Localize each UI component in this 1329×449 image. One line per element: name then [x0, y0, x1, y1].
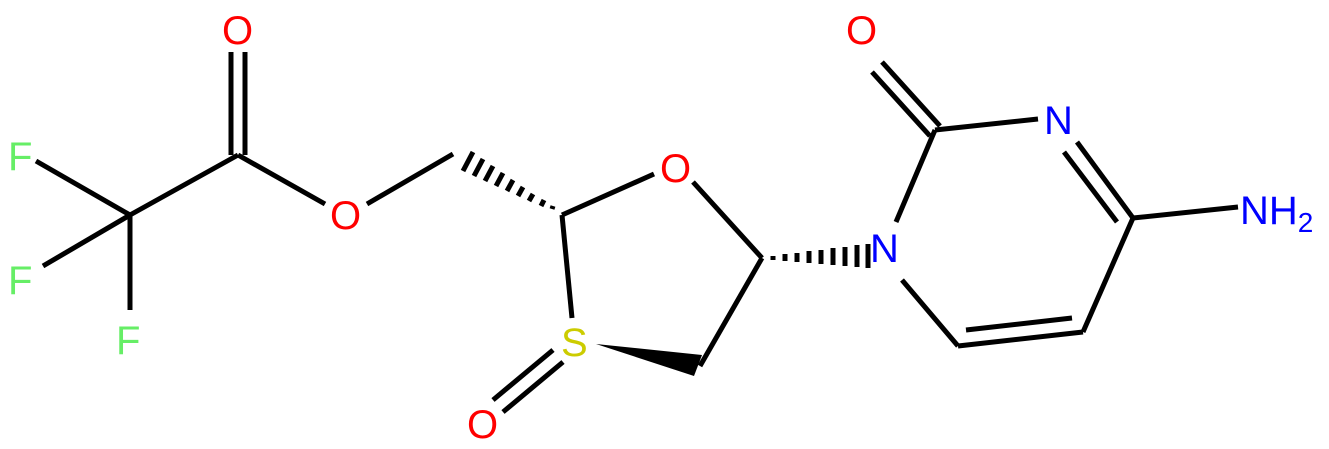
- bond-c2p-o-a: [870, 70, 932, 138]
- bond-c-f2: [41, 212, 132, 269]
- bond-c2p-o-b: [880, 60, 942, 128]
- bond-cf3-carbonyl: [128, 152, 240, 218]
- bond-c4-c5p: [1080, 216, 1136, 334]
- atom-f2: F: [8, 259, 32, 303]
- atom-n3: N: [1044, 99, 1073, 143]
- bond-so-double-b: [501, 360, 565, 414]
- solid-wedge-s-ch2: [596, 344, 702, 376]
- bond-ester-o-ch2: [365, 151, 455, 207]
- bond-c2p-n3: [934, 116, 1039, 133]
- bond-c4-nh2: [1132, 204, 1239, 221]
- atom-labels: F F F O O O S O N O N NH2: [8, 9, 1313, 447]
- bond-c5p-c6p-a: [957, 329, 1084, 349]
- atom-s: S: [561, 321, 588, 365]
- bond-so-double-a: [491, 348, 555, 402]
- atom-nh2: NH2: [1240, 189, 1313, 238]
- atom-o-pyrimidinone: O: [846, 9, 877, 53]
- atom-f3: F: [116, 319, 140, 363]
- atom-f1: F: [8, 135, 32, 179]
- bond-carbonyl-ester-o: [236, 152, 327, 207]
- bond-c2-s: [559, 214, 575, 319]
- bond-c-f1: [34, 158, 132, 218]
- hashed-wedge-c5-n1: [770, 244, 871, 268]
- atom-o-ring: O: [660, 147, 691, 191]
- atom-o-ester: O: [330, 194, 361, 238]
- hashed-wedge-c2-ch2: [460, 150, 556, 210]
- bond-n1-c2p: [893, 129, 938, 223]
- bond-oring-c5: [691, 180, 764, 260]
- bond-c2-oring: [560, 171, 656, 218]
- atom-o-sulfoxide: O: [467, 403, 498, 447]
- bond-c6p-n1: [900, 278, 960, 348]
- bond-n3-c4-b: [1062, 150, 1119, 224]
- atom-o-carbonyl: O: [222, 9, 253, 53]
- bond-c5-ch2: [697, 256, 765, 368]
- bond-c5p-c6p-b: [965, 315, 1073, 333]
- bond-n3-c4-a: [1074, 140, 1136, 220]
- atom-n1: N: [870, 227, 899, 271]
- bonds: [34, 52, 1239, 414]
